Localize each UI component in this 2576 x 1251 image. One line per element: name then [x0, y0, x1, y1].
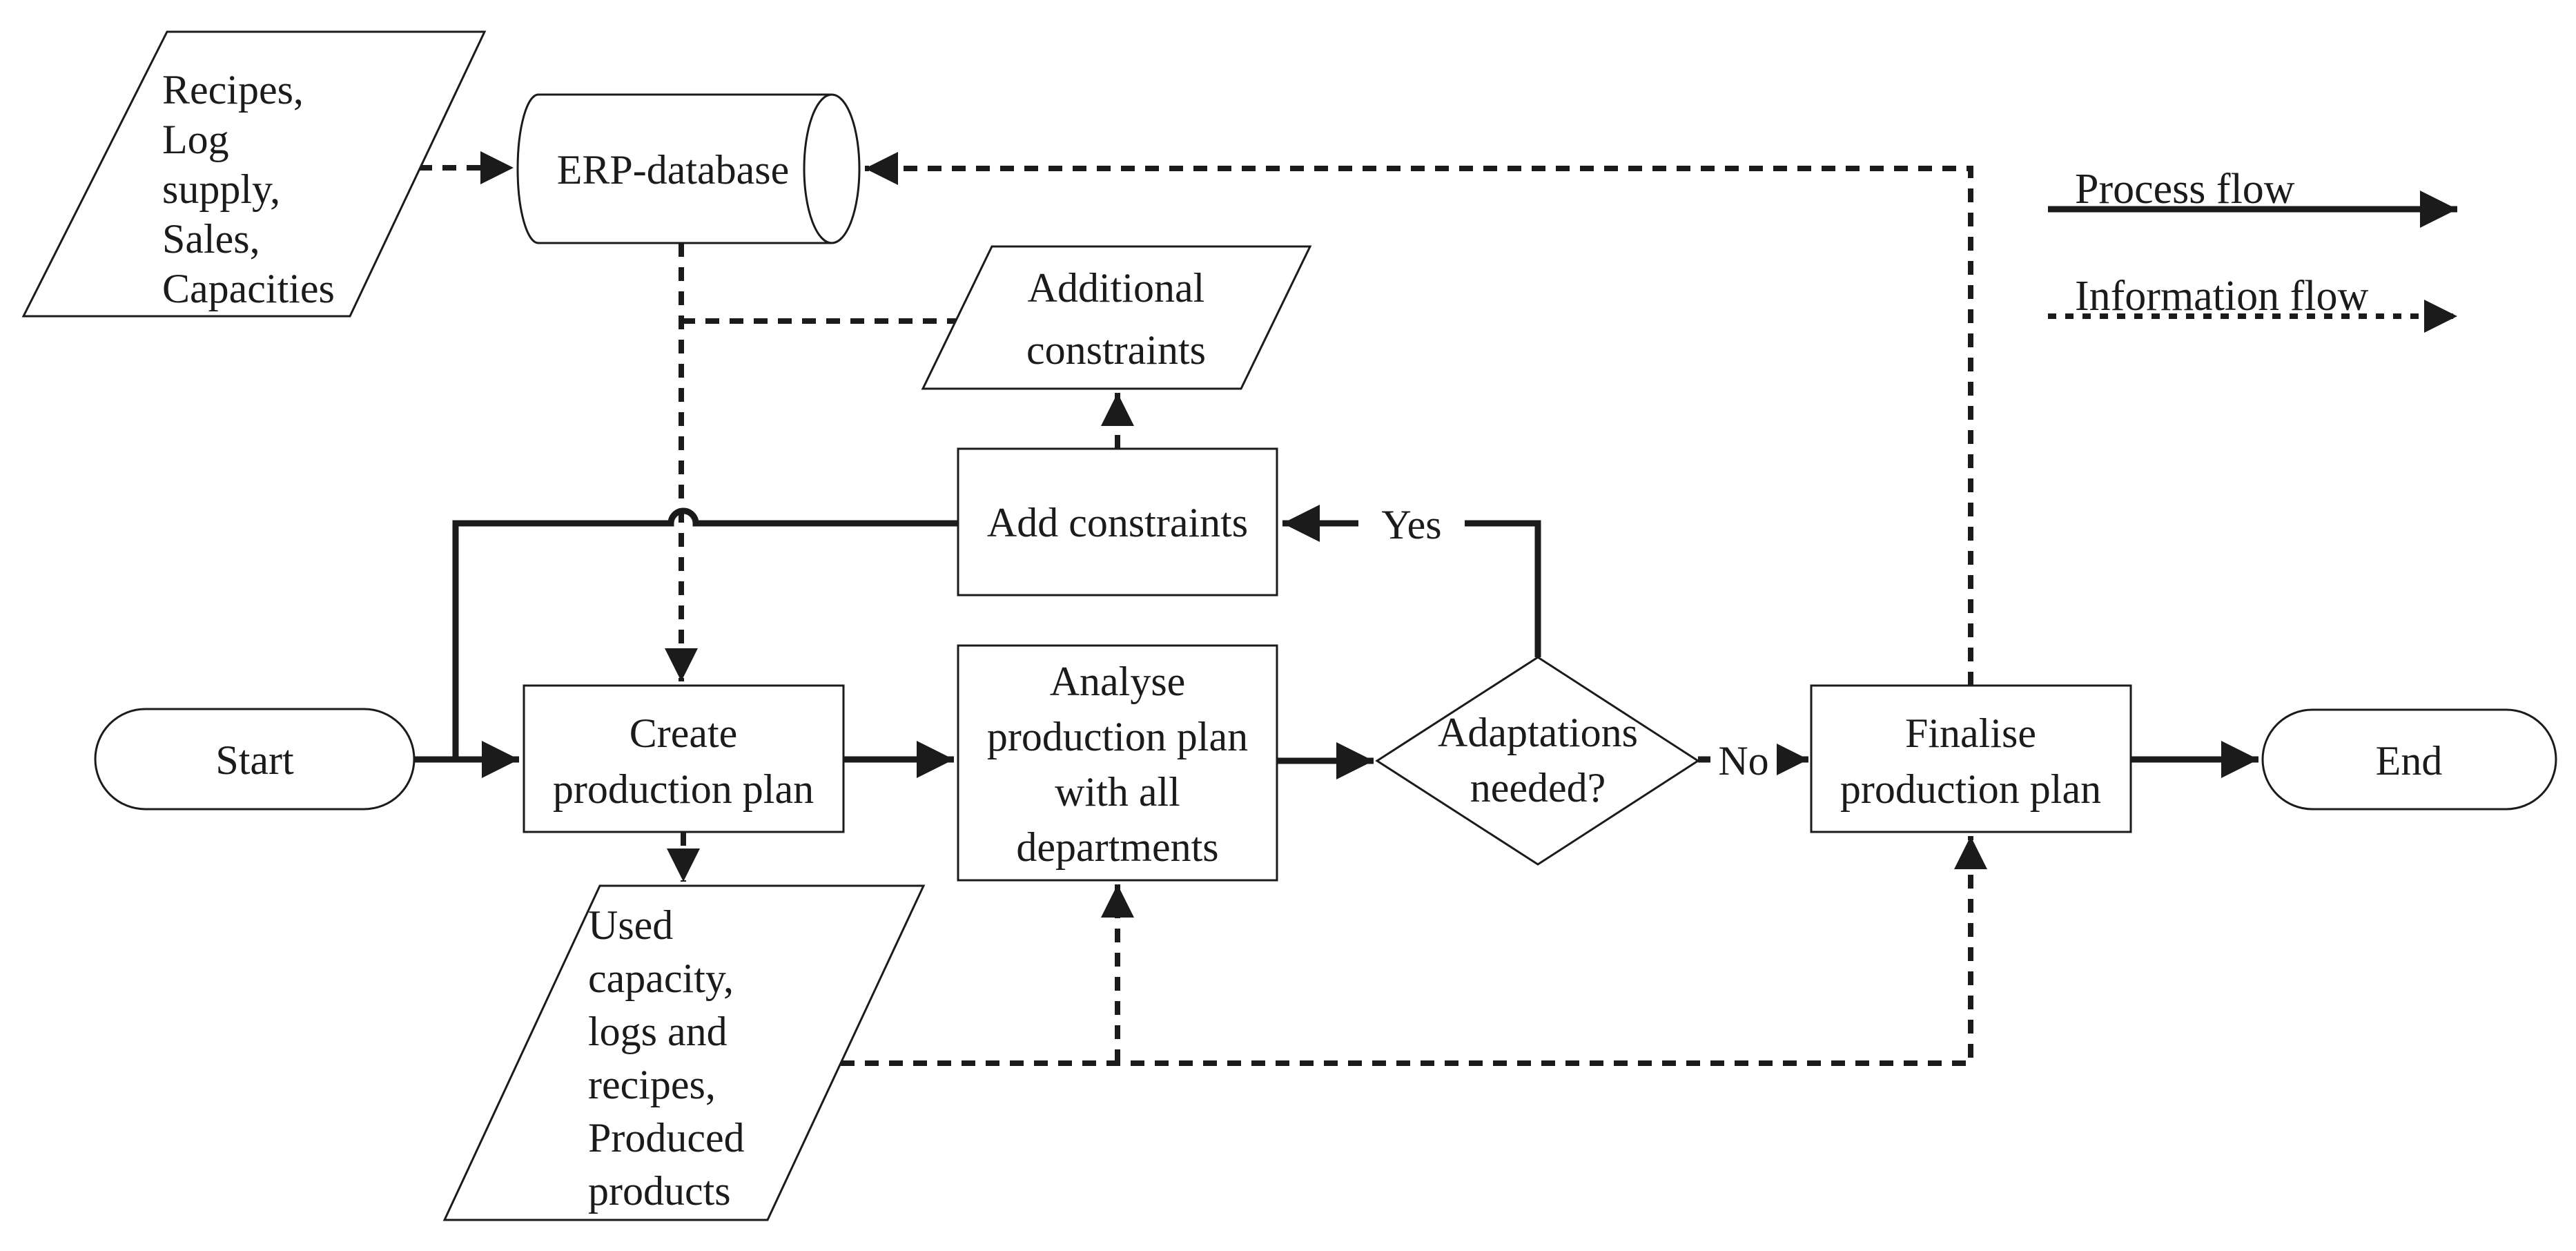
input-data-line-3: supply,	[162, 166, 280, 212]
analyse-line-4: departments	[1016, 824, 1218, 870]
output-data-label: Used capacity, logs and recipes, Produce…	[588, 902, 745, 1214]
adaptations-needed-label: Adaptations needed?	[1438, 710, 1638, 811]
no-branch-label: No	[1710, 737, 1777, 788]
input-data-line-4: Sales,	[162, 216, 260, 262]
create-line-2: production plan	[553, 766, 814, 812]
add-constraints-label: Add constraints	[987, 500, 1248, 545]
input-data-label: Recipes, Log supply, Sales, Capacities	[162, 67, 335, 311]
legend-process-flow-label: Process flow	[2075, 166, 2295, 213]
yes-branch-label: Yes	[1358, 501, 1465, 551]
finalise-production-plan-process-box	[1810, 684, 2132, 833]
create-line-1: Create	[630, 710, 738, 756]
finalise-production-plan-label: Finalise production plan	[1840, 710, 2101, 812]
input-data-line-5: Capacities	[162, 266, 335, 311]
additional-constraints-line-2: constraints	[1026, 327, 1206, 373]
start-label: Start	[215, 737, 294, 783]
no-label: No	[1718, 738, 1768, 784]
finalise-line-1: Finalise	[1905, 710, 2036, 756]
analyse-line-1: Analyse	[1050, 659, 1186, 704]
additional-constraints-line-1: Additional	[1028, 265, 1205, 311]
adaptations-needed-decision-diamond	[1375, 656, 1700, 866]
analyse-line-2: production plan	[987, 714, 1248, 759]
decision-line-2: needed?	[1470, 765, 1606, 811]
output-data-line-2: capacity,	[588, 956, 734, 1001]
decision-line-1: Adaptations	[1438, 710, 1638, 755]
output-data-line-5: Produced	[588, 1115, 745, 1161]
yes-label: Yes	[1381, 502, 1441, 547]
end-label: End	[2376, 738, 2443, 784]
input-data-parallelogram	[21, 30, 487, 318]
additional-constraints-parallelogram	[921, 245, 1312, 390]
output-data-line-1: Used	[588, 902, 673, 948]
create-production-plan-process-box	[523, 684, 845, 833]
start-terminator	[94, 708, 416, 811]
legend-information-flow-label: Information flow	[2075, 273, 2369, 320]
info-arrow-outputs-to-finalise	[841, 836, 1987, 1066]
analyse-production-plan-process-box	[957, 644, 1278, 882]
analyse-production-plan-label: Analyse production plan with all departm…	[987, 659, 1248, 870]
info-arrow-finalise-to-erp	[865, 152, 1973, 686]
input-data-line-2: Log	[162, 117, 229, 162]
output-data-line-4: recipes,	[588, 1062, 716, 1107]
output-data-parallelogram	[442, 884, 926, 1221]
analyse-line-3: with all	[1055, 769, 1180, 815]
yes-label-background	[1358, 501, 1465, 551]
input-data-line-1: Recipes,	[162, 67, 304, 113]
additional-constraints-label: Additional constraints	[1026, 265, 1206, 373]
legend: Process flow Information flow	[2048, 166, 2457, 333]
output-data-line-6: products	[588, 1168, 731, 1214]
output-data-line-3: logs and	[588, 1009, 728, 1054]
erp-database-label: ERP-database	[557, 147, 790, 193]
create-production-plan-label: Create production plan	[553, 710, 814, 812]
no-label-background	[1710, 737, 1777, 788]
finalise-line-2: production plan	[1840, 766, 2101, 812]
add-constraints-process-box	[957, 447, 1278, 597]
end-terminator	[2261, 708, 2557, 811]
erp-database-cylinder-inner-edge	[803, 93, 832, 244]
